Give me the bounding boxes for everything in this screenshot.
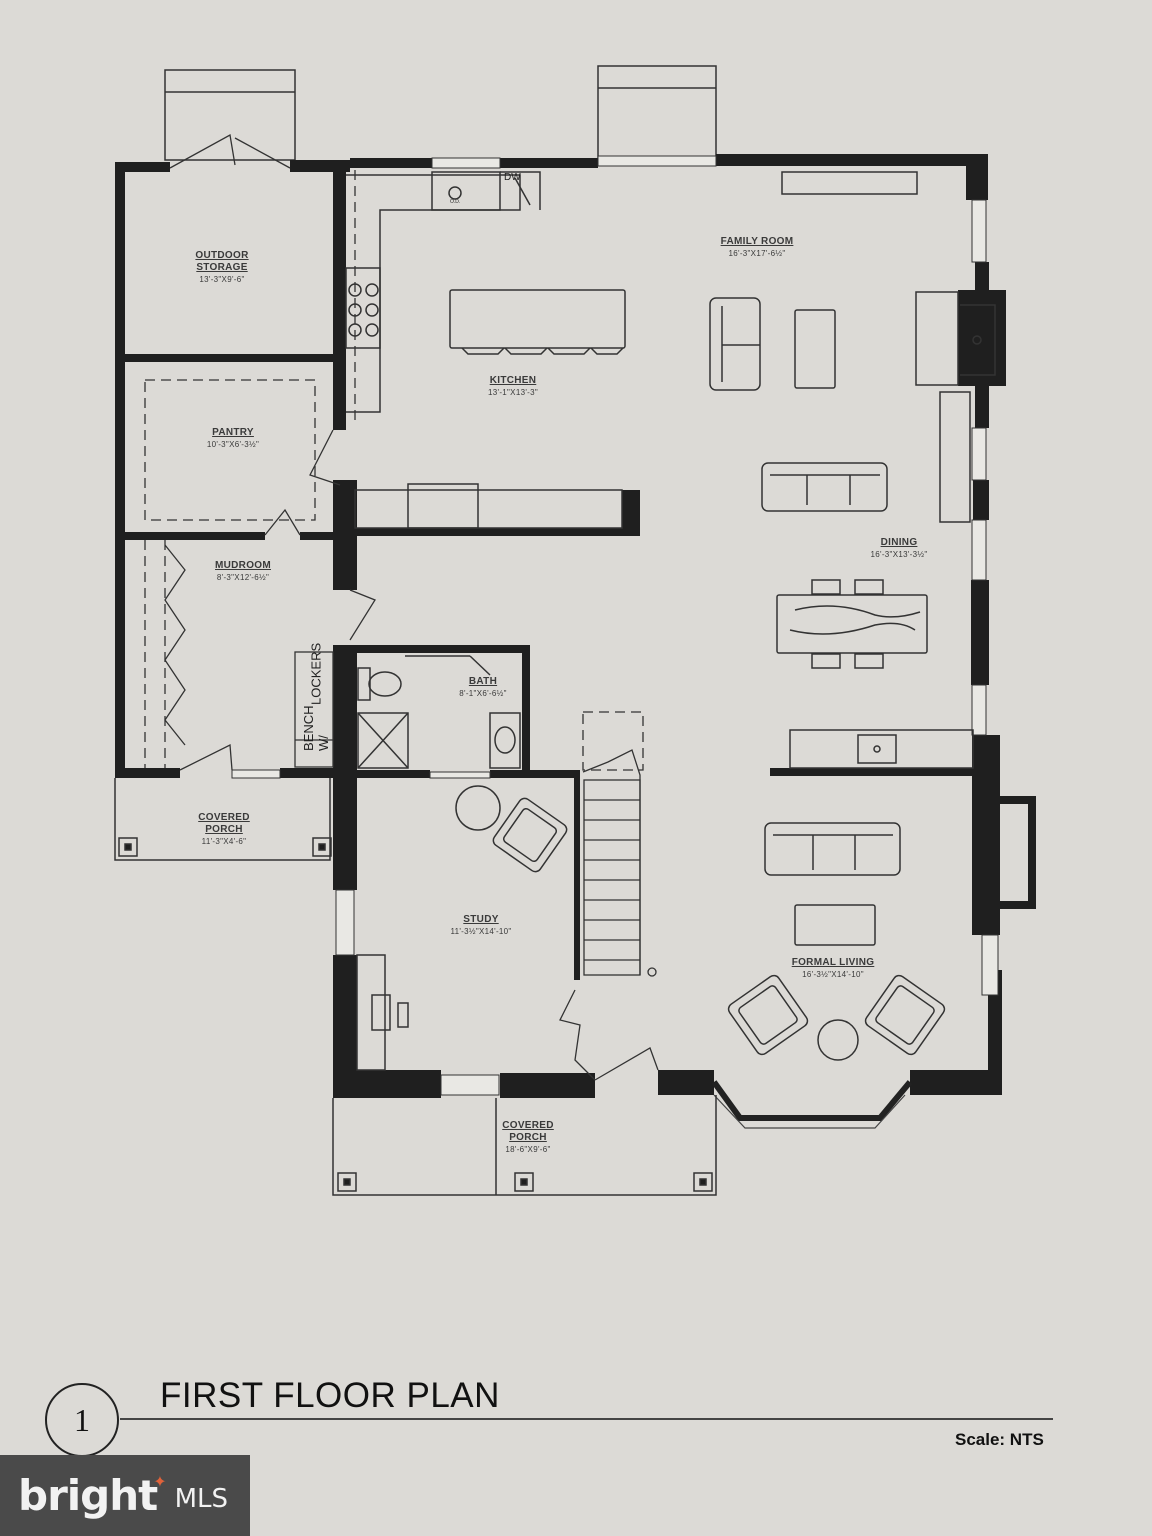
- bright-mls-watermark: bright ✦ MLS: [0, 1455, 250, 1536]
- room-label-bath: BATH 8'-1"X6'-6½": [459, 676, 506, 700]
- sheet-number-badge: 1: [45, 1383, 119, 1457]
- room-label-pantry: PANTRY 10'-3"X6'-3½": [207, 427, 259, 451]
- sheet-number: 1: [74, 1401, 90, 1438]
- room-name: DINING: [880, 537, 918, 548]
- watermark-suffix: MLS: [174, 1483, 229, 1514]
- rear-steps-left: [164, 69, 296, 161]
- dining-table: [776, 594, 928, 654]
- room-name: COVERED: [502, 1120, 554, 1131]
- room-label-formal-living: FORMAL LIVING 16'-3½"X14'-10": [792, 957, 875, 981]
- room-label-family-room: FAMILY ROOM 16'-3"X17'-6½": [721, 236, 794, 260]
- room-dimensions: 11'-3½"X14'-10": [450, 927, 512, 936]
- mud-exit-door: [179, 743, 233, 771]
- room-name: MUDROOM: [215, 560, 271, 571]
- room-label-covered-porch-front: COVERED PORCH 18'-6"X9'-6": [502, 1120, 554, 1156]
- room-name: FAMILY ROOM: [720, 236, 794, 247]
- room-dimensions: 16'-3"X13'-3½": [870, 550, 928, 559]
- room-dimensions: 16'-3½"X14'-10": [802, 970, 864, 979]
- scale-note: Scale: NTS: [955, 1430, 1044, 1449]
- mudroom-door: [264, 508, 301, 536]
- bench-label-line2: LOCKERS: [308, 643, 324, 706]
- living-sofa: [764, 822, 901, 876]
- interior-walls: [120, 165, 975, 980]
- room-name: KITCHEN: [489, 375, 537, 386]
- room-name-line2: PORCH: [205, 824, 243, 835]
- pantry-door: [309, 429, 341, 486]
- room-name-line2: PORCH: [509, 1132, 547, 1143]
- bench-lockers-label: BENCH W/ LOCKERS: [297, 643, 335, 751]
- closet-bifold: [164, 544, 186, 746]
- bench-label-line1: BENCH W/: [301, 705, 331, 751]
- side-porch: [114, 778, 331, 861]
- dw-label: DW: [504, 172, 521, 183]
- room-name: COVERED: [198, 812, 250, 823]
- staircase: [583, 779, 641, 976]
- room-dimensions: 16'-3"X17'-6½": [728, 249, 786, 258]
- sheet-title: FIRST FLOOR PLAN: [160, 1376, 500, 1415]
- bath-entry-door: [349, 589, 376, 641]
- kitchen-island: [449, 289, 626, 349]
- room-dimensions: 11'-3"X4'-6": [201, 837, 247, 846]
- room-dimensions: 8'-1"X6'-6½": [459, 689, 507, 698]
- room-label-study: STUDY 11'-3½"X14'-10": [450, 914, 511, 938]
- room-name: PANTRY: [212, 427, 254, 438]
- rear-steps-right: [597, 65, 717, 159]
- storage-door: [169, 133, 291, 169]
- front-door: [594, 1047, 659, 1081]
- exterior-walls: [115, 154, 1006, 1098]
- room-label-dining: DINING 16'-3"X13'-3½": [871, 537, 928, 561]
- room-label-outdoor-storage: OUTDOOR STORAGE 13'-3"X9'-6": [195, 250, 248, 286]
- room-label-mudroom: MUDROOM 8'-3"X12'-6½": [215, 560, 271, 584]
- room-name: BATH: [468, 676, 498, 687]
- room-dimensions: 18'-6"X9'-6": [505, 1145, 551, 1154]
- family-loveseat: [709, 297, 761, 391]
- family-sofa: [761, 462, 888, 512]
- room-name: STUDY: [463, 914, 499, 925]
- od-label: O.D.: [450, 199, 460, 205]
- room-dimensions: 8'-3"X12'-6½": [216, 573, 270, 582]
- room-dimensions: 13'-3"X9'-6": [199, 275, 245, 284]
- room-label-kitchen: KITCHEN 13'-1"X13'-3": [488, 375, 538, 399]
- spark-icon: ✦: [153, 1473, 167, 1491]
- room-dimensions: 10'-3"X6'-3½": [206, 440, 260, 449]
- title-underline: [120, 1418, 1053, 1420]
- room-name-line2: STORAGE: [196, 262, 248, 273]
- front-porch: [332, 1095, 717, 1196]
- room-name: FORMAL LIVING: [791, 957, 875, 968]
- room-label-covered-porch-side: COVERED PORCH 11'-3"X4'-6": [198, 812, 250, 848]
- room-name: OUTDOOR: [195, 250, 249, 261]
- room-dimensions: 13'-1"X13'-3": [488, 388, 538, 397]
- study-door: [559, 989, 596, 1081]
- watermark-brand: bright: [18, 1471, 158, 1520]
